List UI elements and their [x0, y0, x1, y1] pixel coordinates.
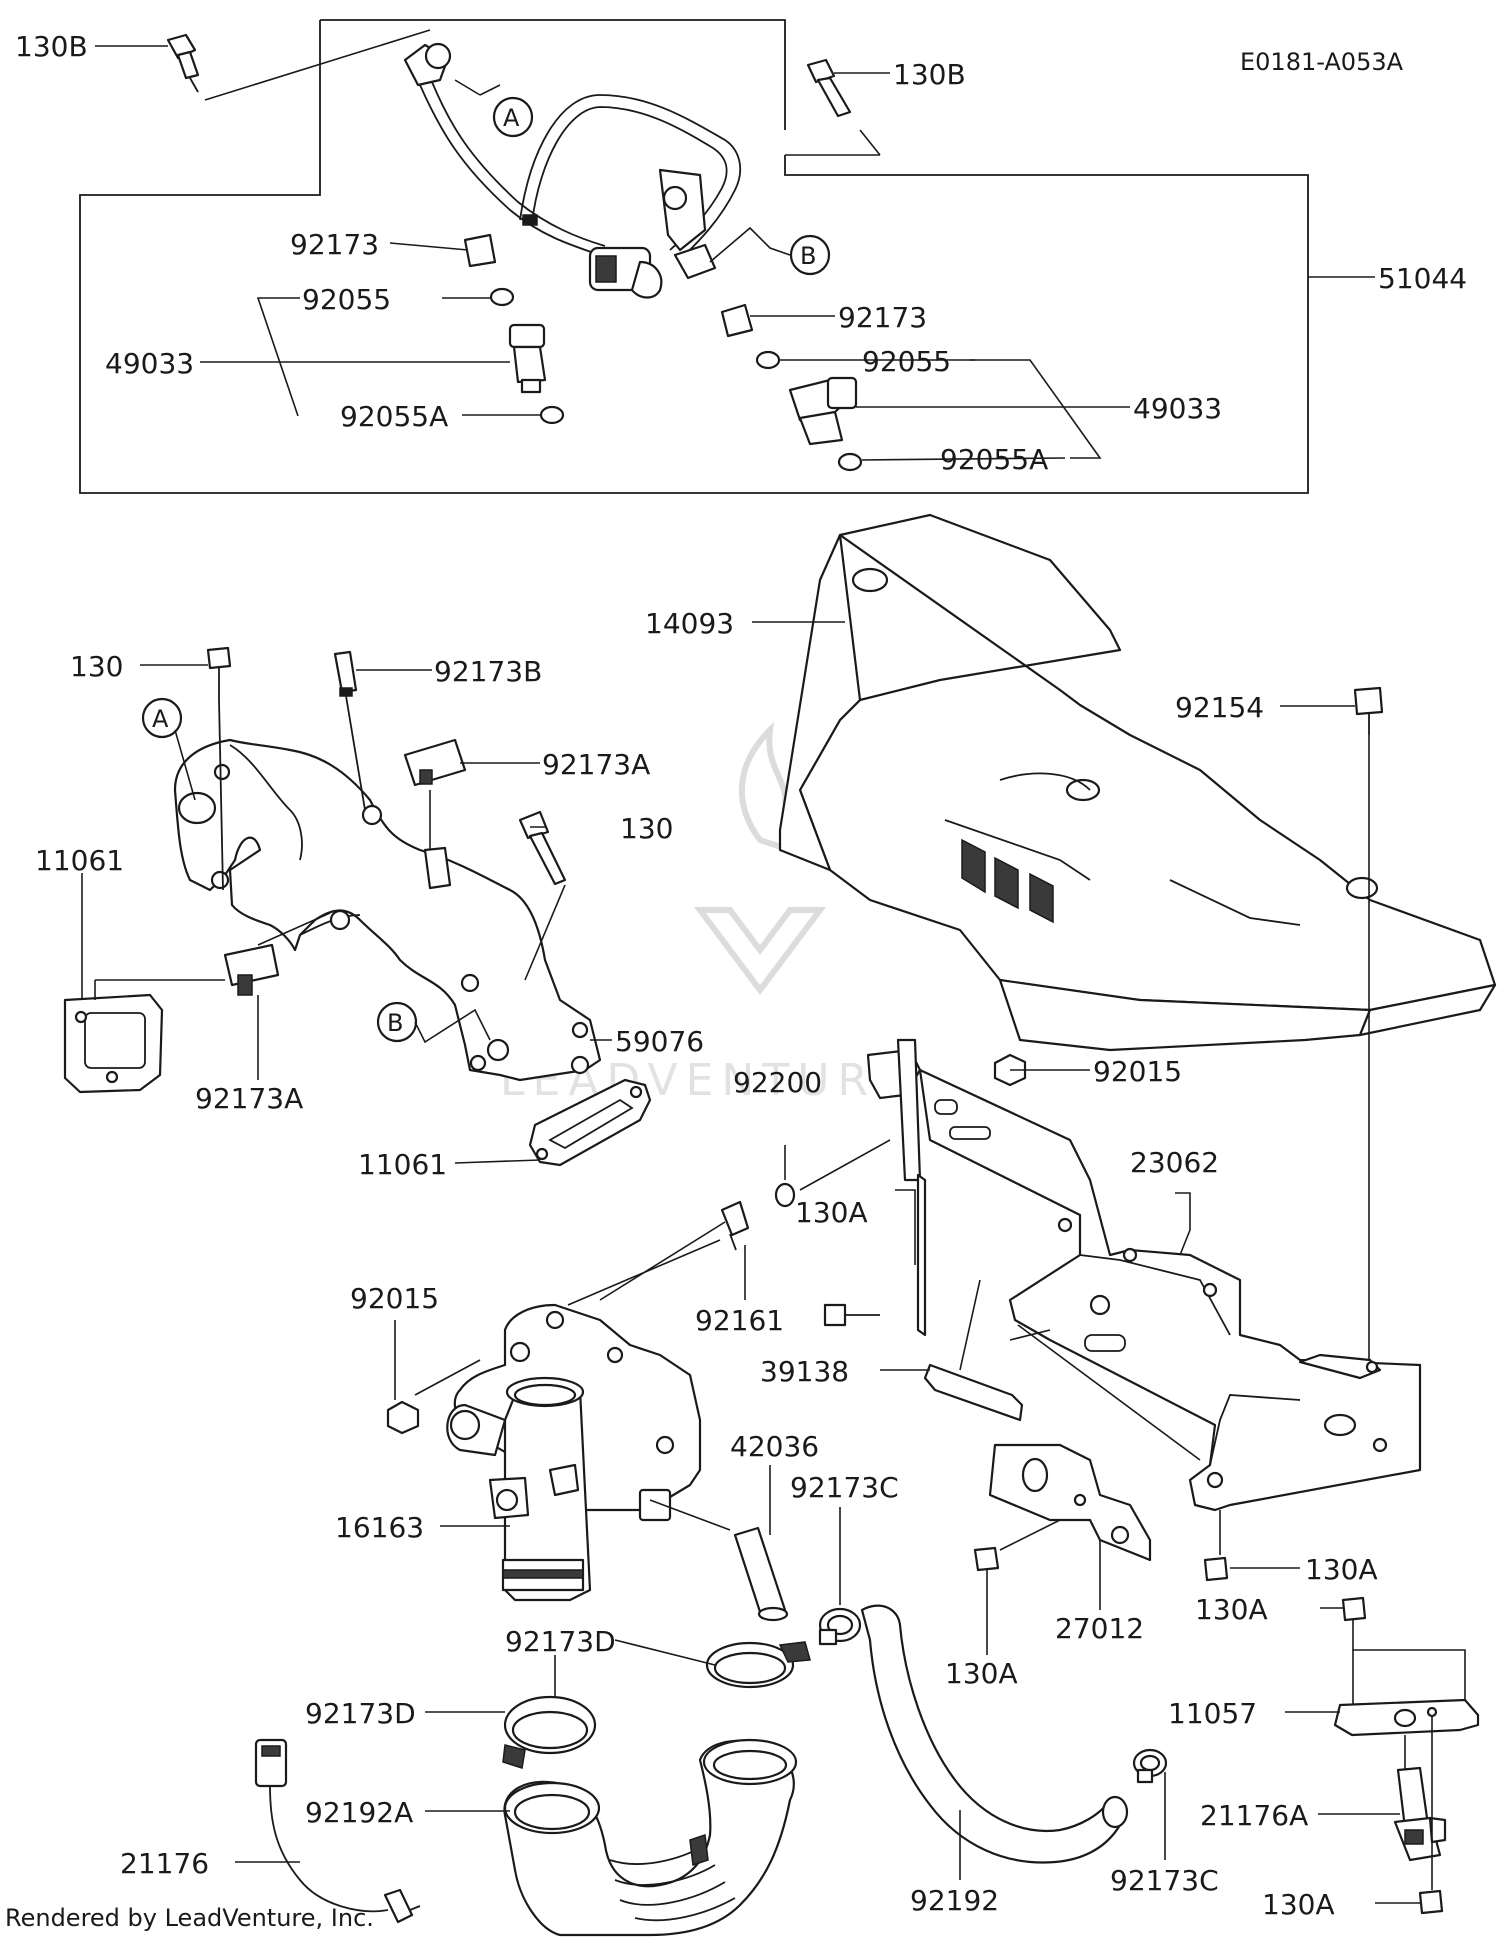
label-49033-left: 49033 — [105, 347, 194, 380]
fuel-injector-right — [788, 376, 858, 446]
bolt-130a-bracket-left — [823, 1303, 880, 1327]
label-11057: 11057 — [1168, 1697, 1257, 1730]
washer-92055a-left — [539, 405, 565, 425]
bracket-27012 — [988, 1443, 1152, 1562]
washer-92055a-right — [837, 452, 863, 472]
clamp-92173d-lower — [502, 1695, 597, 1769]
label-39138: 39138 — [760, 1355, 849, 1388]
gasket-11061-left — [63, 993, 164, 1094]
label-92192a: 92192A — [305, 1796, 413, 1829]
bolt-130a-21176a — [1418, 1889, 1444, 1915]
washer-92055-right — [755, 350, 781, 370]
label-92015-right: 92015 — [1093, 1055, 1182, 1088]
label-92173b: 92173B — [434, 655, 542, 688]
bolt-130-lower — [518, 810, 567, 886]
diagram-code: E0181-A053A — [1240, 48, 1404, 76]
label-130b-right: 130B — [893, 58, 966, 91]
fuel-delivery-pipe — [403, 42, 742, 299]
label-130-upper: 130 — [70, 650, 123, 683]
label-27012: 27012 — [1055, 1612, 1144, 1645]
clamp-92173d-upper — [705, 1641, 811, 1689]
label-130a-bracket-lower: 130A — [945, 1657, 1018, 1690]
label-92055-left: 92055 — [302, 283, 391, 316]
clamp-92173c-lower — [1132, 1748, 1168, 1784]
marker-a-mid: A — [141, 697, 183, 739]
fuel-injector-left — [508, 323, 547, 394]
svg-text:B: B — [800, 242, 816, 270]
footer-credit: Rendered by LeadVenture, Inc. — [5, 1904, 374, 1932]
bolt-130a-bracket-lower — [973, 1546, 1000, 1572]
label-11061-left: 11061 — [35, 844, 124, 877]
label-92173c-upper: 92173C — [790, 1471, 899, 1504]
label-130a-11057: 130A — [1195, 1593, 1268, 1626]
label-130a-bracket-left: 130A — [795, 1196, 868, 1229]
label-130-lower: 130 — [620, 812, 673, 845]
bolt-130b-left — [166, 33, 200, 93]
clip-92173a-lower — [223, 943, 280, 996]
label-130a-bracket-right: 130A — [1305, 1553, 1378, 1586]
label-21176a: 21176A — [1200, 1799, 1308, 1832]
label-92015-left: 92015 — [350, 1282, 439, 1315]
rubber-damper-39138 — [923, 1363, 1024, 1422]
throttle-body — [446, 1303, 702, 1602]
bolt-130a-bracket-right — [1203, 1556, 1229, 1582]
label-92173a-lower: 92173A — [195, 1082, 303, 1115]
label-92173-right: 92173 — [838, 301, 927, 334]
bolt-130a-11057 — [1341, 1596, 1367, 1622]
clip-92173a-upper — [403, 738, 467, 787]
gasket-11061-right — [528, 1078, 652, 1167]
label-14093: 14093 — [645, 607, 734, 640]
fuel-hose-assembly-frame — [79, 19, 1309, 494]
svg-text:A: A — [152, 705, 169, 733]
label-92161: 92161 — [695, 1304, 784, 1337]
label-130b-left: 130B — [15, 30, 88, 63]
marker-b-top: B — [789, 234, 831, 276]
label-92173-left: 92173 — [290, 228, 379, 261]
label-130a-21176a: 130A — [1262, 1888, 1335, 1921]
marker-a-top: A — [492, 96, 534, 138]
ecu-bracket — [866, 1038, 1422, 1512]
label-49033-right: 49033 — [1133, 392, 1222, 425]
heat-shield — [778, 513, 1497, 1052]
bolt-130b-right — [806, 58, 852, 118]
label-92055-right: 92055 — [862, 345, 951, 378]
washer-92055-left — [489, 287, 515, 307]
hose-clip-left — [463, 233, 497, 268]
pipe-42036 — [733, 1526, 789, 1622]
label-92173d-upper: 92173D — [505, 1625, 616, 1658]
sensor-92173b — [333, 650, 366, 811]
exhaust-manifold — [173, 738, 602, 1082]
oxygen-sensor-21176 — [254, 1738, 421, 1924]
sensor-21176a — [1393, 1766, 1447, 1862]
svg-text:A: A — [503, 104, 520, 132]
label-42036: 42036 — [730, 1430, 819, 1463]
bolt-130-upper — [206, 646, 232, 891]
label-59076: 59076 — [615, 1025, 704, 1058]
clamp-92173c-upper — [818, 1607, 862, 1646]
stud-92161 — [720, 1200, 750, 1251]
marker-b-mid: B — [376, 1001, 418, 1043]
svg-text:B: B — [387, 1009, 403, 1037]
label-92055a-left: 92055A — [340, 400, 448, 433]
label-92154: 92154 — [1175, 691, 1264, 724]
nut-92015-left — [386, 1400, 420, 1435]
label-92200: 92200 — [733, 1066, 822, 1099]
bracket-11057 — [1333, 1698, 1480, 1737]
hose-clip-right — [720, 303, 754, 338]
label-92173c-lower: 92173C — [1110, 1864, 1219, 1897]
label-92173d-lower: 92173D — [305, 1697, 416, 1730]
intake-duct — [503, 1738, 798, 1937]
label-51044: 51044 — [1378, 262, 1467, 295]
bolt-92154 — [1353, 686, 1384, 735]
hose-92192 — [860, 1604, 1129, 1864]
label-92192: 92192 — [910, 1884, 999, 1917]
label-16163: 16163 — [335, 1511, 424, 1544]
washer-92200 — [774, 1182, 796, 1208]
label-92173a-upper: 92173A — [542, 748, 650, 781]
label-23062: 23062 — [1130, 1146, 1219, 1179]
label-21176: 21176 — [120, 1847, 209, 1880]
label-11061-right: 11061 — [358, 1148, 447, 1181]
label-92055a-right: 92055A — [940, 443, 1048, 476]
